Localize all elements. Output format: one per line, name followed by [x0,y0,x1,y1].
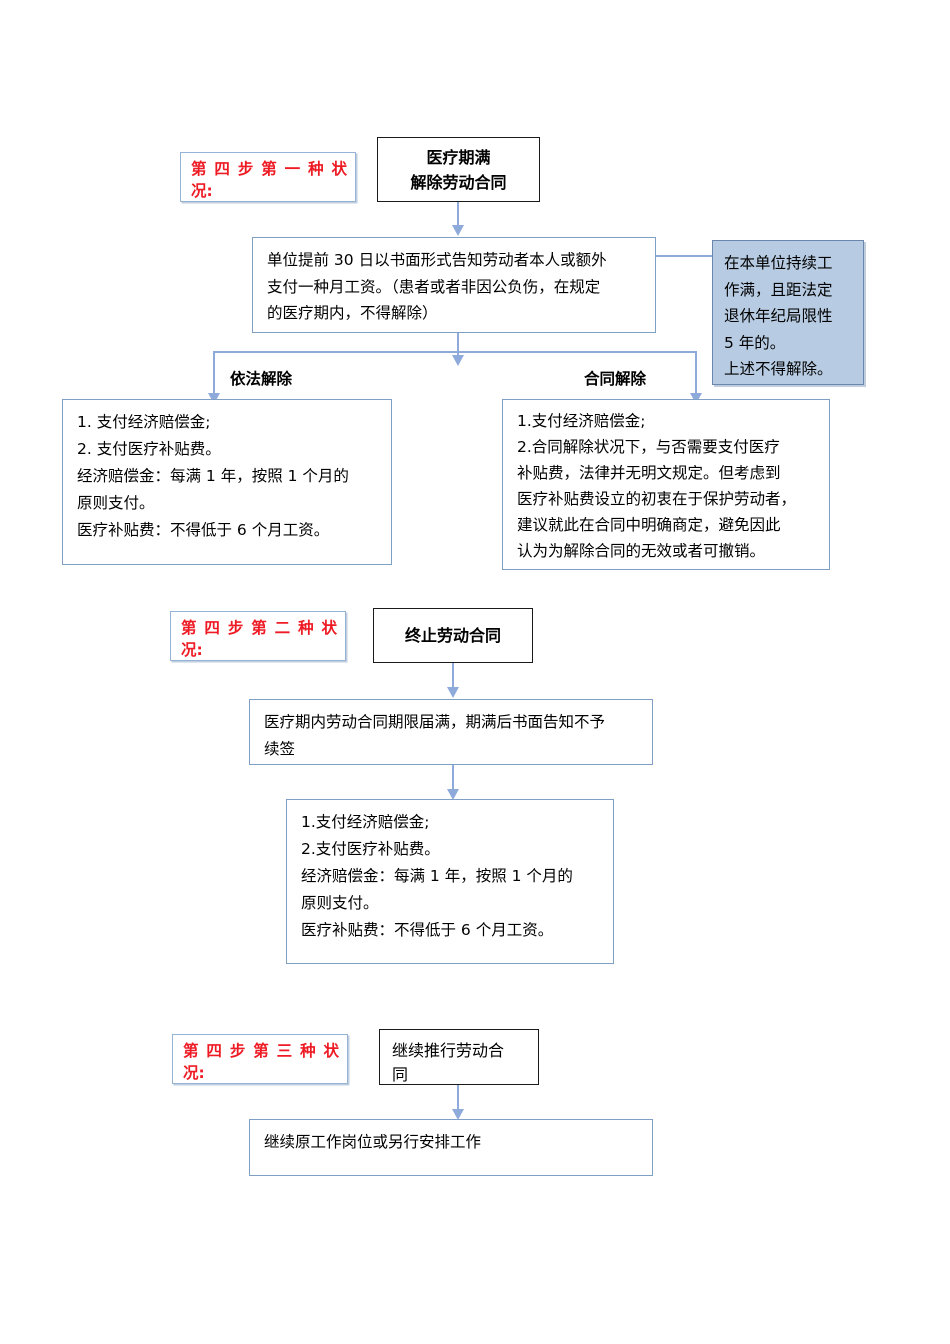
step-label-case-3: 第四步第三种状 况: [172,1034,348,1084]
note-box-case-1-line5: 上述不得解除。 [724,360,833,378]
header-box-case-3: 继续推行劳动合 同 [379,1029,539,1085]
note-box-case-1-line3: 退休年纪局限性 [724,307,833,325]
connector-case2-detail-to-outcome [452,765,454,791]
detail-box-case-1-line3: 的医疗期内，不得解除） [267,304,438,322]
outcome-left-line1: 1. 支付经济赔偿金; [77,413,211,431]
arrow-case2-detail-to-outcome [446,789,459,800]
header-box-case-2-line1: 终止劳动合同 [404,626,501,645]
branch-label-left: 依法解除 [230,370,293,388]
branch-label-right: 合同解除 [584,370,647,388]
note-box-case-1-line1: 在本单位持续工 [724,254,833,272]
step-label-case-2-line2: 况: [181,641,203,659]
step-label-case-1-line1: 第四步第一种状 [191,160,347,178]
header-box-case-1-line1: 医疗期满 [426,147,491,167]
detail-box-case-2-line1: 医疗期内劳动合同期限届满，期满后书面告知不予 [264,713,606,731]
step-label-case-1: 第四步第一种状 况: [180,152,356,202]
step-label-case-3-line2: 况: [183,1064,205,1082]
detail-box-case-1-line1: 单位提前 30 日以书面形式告知劳动者本人或额外 [267,251,607,269]
arrow-branch-left [207,393,220,404]
outcome-left-line2: 2. 支付医疗补贴费。 [77,440,221,458]
step-label-case-2: 第四步第二种状 况: [170,611,346,661]
outcome-right-line2: 2.合同解除状况下，与否需要支付医疗 [517,438,780,456]
connector-case2-header-to-detail [452,663,454,689]
arrow-case2-header-to-detail [446,687,459,698]
outcome-right-line3: 补贴费，法律并无明文规定。但考虑到 [517,464,781,482]
outcome-right-line5: 建议就此在合同中明确商定，避免因此 [517,516,781,534]
outcome-left-line4: 原则支付。 [77,494,155,512]
branch-bus-case-1 [213,351,697,353]
outcome-box-case-2: 1.支付经济赔偿金; 2.支付医疗补贴费。 经济赔偿金：每满 1 年，按照 1 … [286,799,614,964]
arrow-case1-header-to-detail [451,225,464,236]
arrow-case3-header-to-detail [451,1109,464,1120]
connector-case3-header-to-detail [457,1085,459,1111]
arrow-case1-detail-down [451,355,464,366]
outcome-case2-line4: 原则支付。 [301,894,379,912]
note-box-case-1: 在本单位持续工 作满，且距法定 退休年纪局限性 5 年的。 上述不得解除。 [712,240,864,385]
header-box-case-3-line1: 继续推行劳动合 [392,1041,505,1060]
outcome-left-line3: 经济赔偿金：每满 1 年，按照 1 个月的 [77,467,349,485]
header-box-case-3-line2: 同 [392,1065,409,1084]
branch-bus-left-drop [213,351,215,395]
note-box-case-1-line2: 作满，且距法定 [724,280,833,299]
header-box-case-2: 终止劳动合同 [373,608,533,663]
step-label-case-2-line1: 第四步第二种状 [181,619,337,637]
note-box-case-1-line4: 5 年的。 [724,333,786,352]
header-box-case-1: 医疗期满 解除劳动合同 [377,137,540,202]
detail-box-case-2: 医疗期内劳动合同期限届满，期满后书面告知不予 续签 [249,699,653,765]
outcome-case2-line2: 2.支付医疗补贴费。 [301,840,440,858]
outcome-case2-line5: 医疗补贴费：不得低于 6 个月工资。 [301,921,554,939]
detail-box-case-3: 继续原工作岗位或另行安排工作 [249,1119,653,1176]
outcome-case2-line1: 1.支付经济赔偿金; [301,813,430,831]
connector-case1-detail-to-note [656,255,712,257]
outcome-box-case-1-right: 1.支付经济赔偿金; 2.合同解除状况下，与否需要支付医疗 补贴费，法律并无明文… [502,399,830,570]
outcome-box-case-1-left: 1. 支付经济赔偿金; 2. 支付医疗补贴费。 经济赔偿金：每满 1 年，按照 … [62,399,392,565]
outcome-right-line4: 医疗补贴费设立的初衷在于保护劳动者， [517,490,797,508]
detail-box-case-2-line2: 续签 [264,739,296,758]
detail-box-case-1: 单位提前 30 日以书面形式告知劳动者本人或额外 支付一种月工资。（患者或者非因… [252,237,656,333]
connector-case1-header-to-detail [457,202,459,227]
detail-box-case-1-line2: 支付一种月工资。（患者或者非因公负伤，在规定 [267,277,601,296]
branch-bus-right-drop [695,351,697,395]
detail-box-case-3-line1: 继续原工作岗位或另行安排工作 [264,1133,482,1151]
outcome-case2-line3: 经济赔偿金：每满 1 年，按照 1 个月的 [301,867,573,885]
arrow-branch-right [689,393,702,404]
outcome-right-line1: 1.支付经济赔偿金; [517,412,646,430]
outcome-left-line5: 医疗补贴费：不得低于 6 个月工资。 [77,521,330,539]
step-label-case-1-line2: 况: [191,182,213,200]
step-label-case-3-line1: 第四步第三种状 [183,1042,339,1060]
connector-case1-detail-down [457,333,459,357]
header-box-case-1-line2: 解除劳动合同 [410,172,507,192]
outcome-right-line6: 认为为解除合同的无效或者可撤销。 [517,542,766,560]
